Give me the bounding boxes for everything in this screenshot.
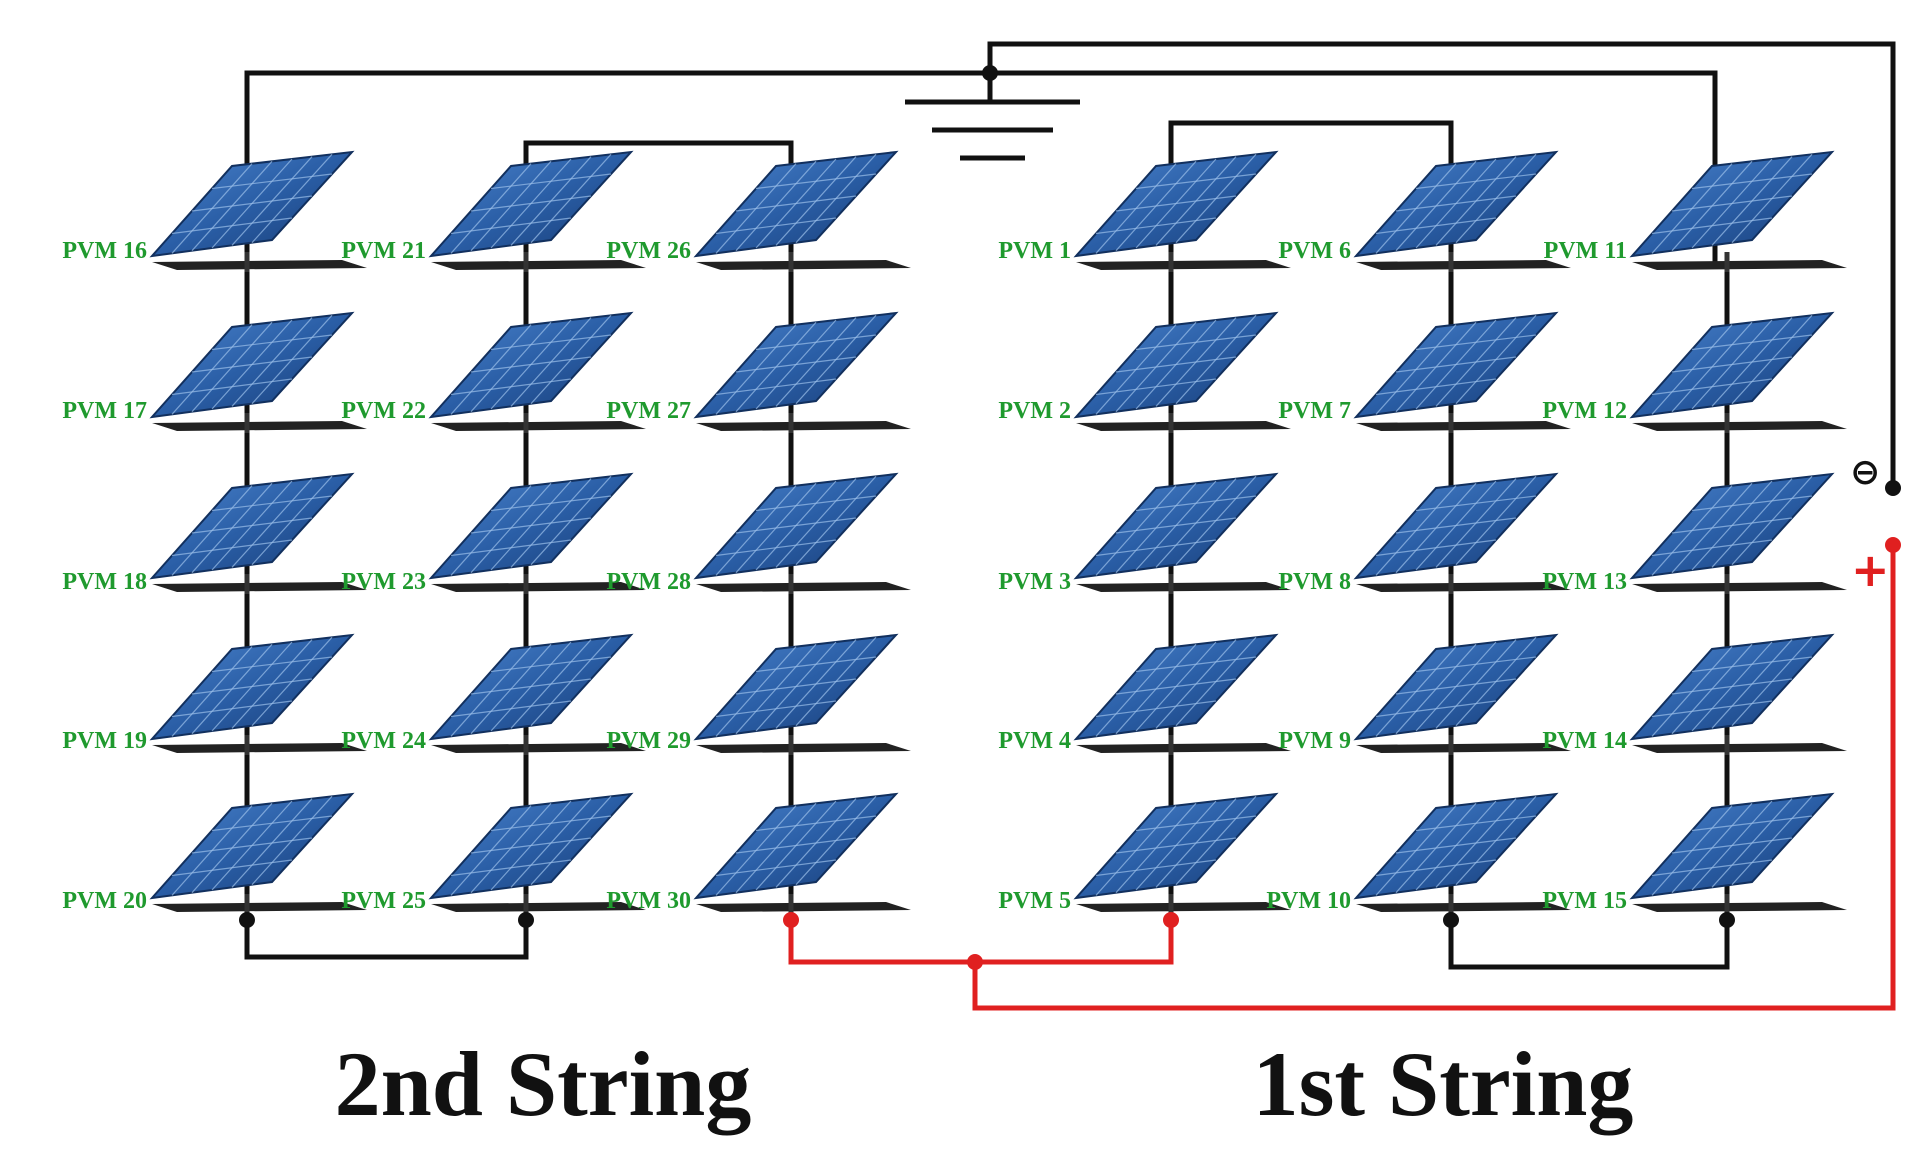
solar-panel [1353, 792, 1571, 914]
solar-panel [1629, 311, 1847, 433]
solar-panel [1629, 633, 1847, 755]
terminal-symbols: ⊖ + [1850, 452, 1890, 597]
pvm-label: PVM 8 [1278, 569, 1351, 595]
solar-panel [428, 792, 646, 914]
junction-dot [518, 912, 534, 928]
solar-panel [1073, 150, 1291, 272]
solar-panel [1353, 472, 1571, 594]
solar-panel [693, 472, 911, 594]
solar-panel [149, 633, 367, 755]
solar-panel [149, 472, 367, 594]
solar-panel [428, 472, 646, 594]
junction-dot [1443, 912, 1459, 928]
junction-dot [1885, 480, 1901, 496]
string-title-2nd: 2nd String [335, 1033, 752, 1135]
junction-dot-positive [967, 954, 983, 970]
solar-panel [1073, 633, 1291, 755]
red-wire-strings-link [788, 920, 1174, 965]
pvm-label: PVM 7 [1278, 398, 1351, 424]
pvm-label: PVM 19 [62, 728, 147, 754]
pvm-label: PVM 20 [62, 888, 147, 914]
pvm-label: PVM 13 [1542, 569, 1627, 595]
pvm-label: PVM 29 [606, 728, 691, 754]
solar-panel [1629, 472, 1847, 594]
string-title-1st: 1st String [1253, 1033, 1634, 1135]
junction-dot [982, 65, 998, 81]
solar-panel [1629, 792, 1847, 914]
solar-panel [149, 311, 367, 433]
pvm-label: PVM 21 [341, 238, 426, 264]
solar-panel [693, 311, 911, 433]
pvm-label: PVM 4 [998, 728, 1071, 754]
solar-panel [1073, 792, 1291, 914]
pvm-label: PVM 17 [62, 398, 147, 424]
black-wire-7 [1448, 920, 1730, 970]
solar-panel [1073, 472, 1291, 594]
pvm-label: PVM 6 [1278, 238, 1351, 264]
pvm-label: PVM 22 [341, 398, 426, 424]
junction-dots [239, 65, 1901, 970]
red-wire-positive-feed [972, 545, 1896, 1011]
solar-panel [693, 633, 911, 755]
pvm-label: PVM 30 [606, 888, 691, 914]
solar-panel [149, 792, 367, 914]
pvm-label: PVM 24 [341, 728, 426, 754]
pvm-label: PVM 15 [1542, 888, 1627, 914]
solar-panel [1353, 150, 1571, 272]
solar-panel [693, 150, 911, 272]
junction-dot-positive [1163, 912, 1179, 928]
solar-panel [1353, 311, 1571, 433]
pvm-label: PVM 16 [62, 238, 147, 264]
pvm-label: PVM 27 [606, 398, 691, 424]
solar-panel [428, 311, 646, 433]
solar-panel [428, 633, 646, 755]
solar-panel [428, 150, 646, 272]
junction-dot [239, 912, 255, 928]
pvm-label: PVM 12 [1542, 398, 1627, 424]
pvm-label: PVM 25 [341, 888, 426, 914]
pvm-label: PVM 9 [1278, 728, 1351, 754]
solar-panel [1353, 633, 1571, 755]
junction-dot [1719, 912, 1735, 928]
solar-panel [693, 792, 911, 914]
black-wire-6 [244, 920, 529, 960]
pvm-label: PVM 28 [606, 569, 691, 595]
pvm-label: PVM 23 [341, 569, 426, 595]
negative-terminal-symbol: ⊖ [1850, 452, 1880, 493]
pvm-label: PVM 3 [998, 569, 1071, 595]
pvm-label: PVM 18 [62, 569, 147, 595]
panels-layer [149, 150, 1847, 914]
pvm-label: PVM 2 [998, 398, 1071, 424]
pvm-label: PVM 26 [606, 238, 691, 264]
pvm-label: PVM 14 [1542, 728, 1627, 754]
solar-panel [1073, 311, 1291, 433]
ground-icon [905, 99, 1080, 161]
pvm-label: PVM 10 [1266, 888, 1351, 914]
solar-panel [1629, 150, 1847, 272]
pvm-label: PVM 1 [998, 238, 1071, 264]
pvm-label: PVM 5 [998, 888, 1071, 914]
junction-dot-positive [783, 912, 799, 928]
pvm-label: PVM 11 [1544, 238, 1627, 264]
black-wire-2 [987, 41, 1896, 488]
junction-dot-positive [1885, 537, 1901, 553]
labels-layer: PVM 16 PVM 17 PVM 18 PVM 19 PVM 20 PVM 21 PVM … [62, 238, 1627, 914]
positive-terminal-symbol: + [1851, 543, 1890, 597]
solar-panel [149, 150, 367, 272]
